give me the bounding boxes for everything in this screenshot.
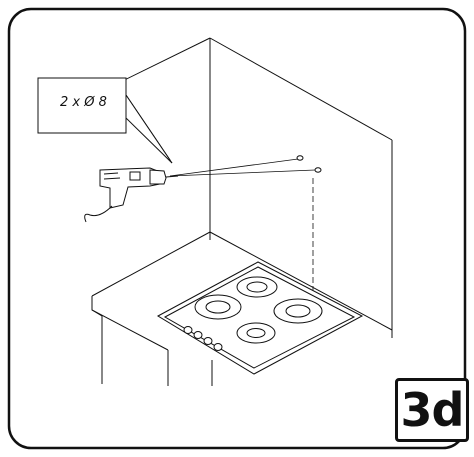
control-knobs <box>183 326 223 351</box>
drill-icon <box>84 167 179 223</box>
diagram-frame <box>7 7 467 450</box>
callout-box <box>37 77 173 164</box>
countertop <box>91 231 393 386</box>
step-badge: 3d <box>395 378 469 442</box>
drill-hole-marks <box>296 155 322 173</box>
callout-label: 2 x Ø 8 <box>60 95 107 110</box>
drill-aim-lines <box>169 158 316 177</box>
cooktop-icon <box>156 261 364 375</box>
